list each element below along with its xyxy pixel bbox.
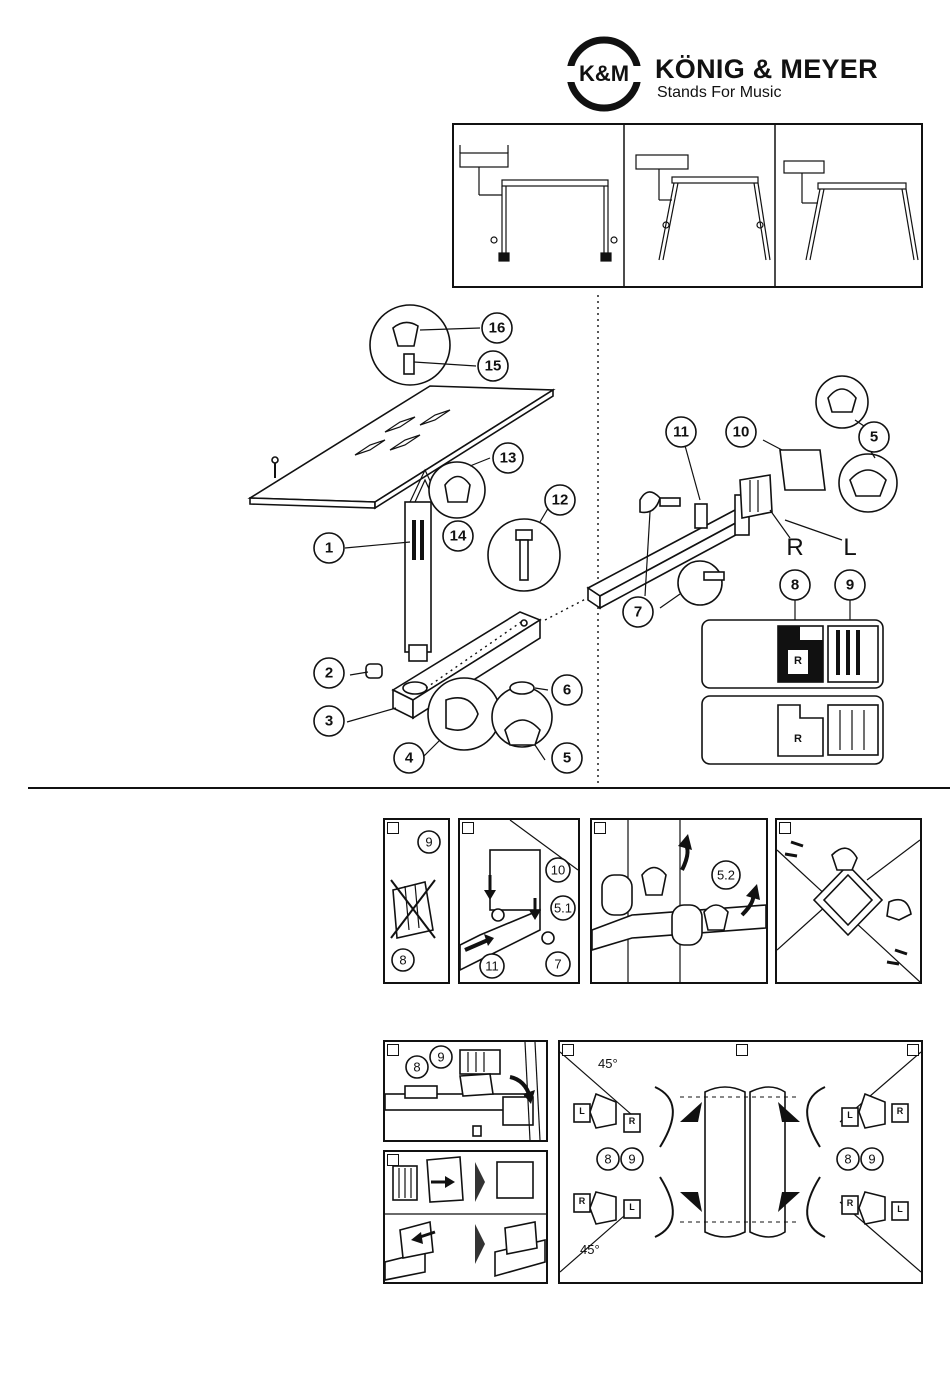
svg-text:8: 8: [791, 577, 799, 594]
svg-text:8: 8: [399, 953, 406, 968]
svg-text:16: 16: [489, 320, 506, 337]
left-clamp-group: L R R L 45° 45° 8 9: [560, 1052, 643, 1272]
logo-text: K&M: [579, 61, 629, 86]
svg-text:8: 8: [604, 1152, 611, 1167]
svg-text:R: R: [847, 1198, 854, 1208]
cap-part: [393, 322, 418, 346]
section-divider: [28, 787, 950, 789]
svg-text:5: 5: [870, 429, 878, 446]
svg-text:9: 9: [628, 1152, 635, 1167]
svg-text:10: 10: [733, 424, 750, 441]
svg-text:8: 8: [844, 1152, 851, 1167]
svg-text:2: 2: [325, 665, 333, 682]
svg-text:45°: 45°: [580, 1242, 600, 1257]
brand-logo: K&M: [566, 36, 642, 112]
stand-view-upright: [460, 145, 617, 261]
svg-text:15: 15: [485, 358, 502, 375]
svg-text:9: 9: [868, 1152, 875, 1167]
svg-text:L: L: [897, 1204, 903, 1214]
svg-text:45°: 45°: [598, 1056, 618, 1071]
step-panel-insert-bracket: 8 9: [383, 1040, 548, 1142]
svg-text:R: R: [897, 1106, 904, 1116]
step-panel-clamp-detail: [775, 818, 922, 984]
svg-text:8: 8: [413, 1060, 420, 1075]
svg-text:5.1: 5.1: [554, 901, 572, 916]
svg-text:6: 6: [563, 682, 571, 699]
svg-text:R: R: [794, 733, 802, 745]
svg-text:11: 11: [673, 424, 689, 441]
stand-view-low: [784, 161, 918, 260]
svg-text:11: 11: [485, 959, 499, 974]
svg-text:R: R: [579, 1196, 586, 1206]
step-panel-bracket-orientation: 9 8: [383, 818, 450, 984]
svg-text:9: 9: [437, 1050, 444, 1065]
extension-arm: [588, 495, 749, 608]
svg-text:1: 1: [325, 540, 333, 557]
svg-text:7: 7: [634, 604, 642, 621]
svg-text:3: 3: [325, 713, 333, 730]
screw-part: [404, 354, 414, 374]
exploded-assembly-diagram: R L R R: [0, 290, 950, 790]
svg-text:14: 14: [450, 528, 467, 545]
svg-text:10: 10: [551, 863, 565, 878]
svg-text:5.2: 5.2: [717, 868, 735, 883]
step-panel-bracket-swap: [383, 1150, 548, 1284]
svg-text:12: 12: [552, 492, 569, 509]
svg-text:9: 9: [846, 577, 854, 594]
svg-text:R: R: [794, 655, 802, 667]
brand-tagline: Stands For Music: [657, 84, 781, 102]
stand-view-splayed: [636, 155, 770, 260]
svg-text:L: L: [579, 1106, 585, 1116]
svg-text:4: 4: [405, 750, 414, 767]
right-clamp-group: L R R L 8 9: [837, 1052, 921, 1272]
svg-text:9: 9: [425, 835, 432, 850]
label-left: L: [843, 534, 856, 561]
label-right: R: [786, 534, 803, 561]
step-panel-angle-adjust: L R R L 45° 45° 8 9 L R R L 8 9: [558, 1040, 923, 1284]
svg-text:5: 5: [563, 750, 571, 767]
svg-text:7: 7: [554, 957, 561, 972]
svg-text:L: L: [629, 1202, 635, 1212]
step-panel-attach-bracket: 10 5.1 11 7: [458, 818, 580, 984]
product-views-panel: [452, 123, 923, 288]
brand-name: KÖNIG & MEYER: [655, 54, 878, 85]
svg-text:13: 13: [500, 450, 517, 467]
set-screw: [366, 664, 382, 678]
svg-text:L: L: [847, 1110, 853, 1120]
svg-text:R: R: [629, 1116, 636, 1126]
step-panel-tighten-knobs: 5.2: [590, 818, 768, 984]
